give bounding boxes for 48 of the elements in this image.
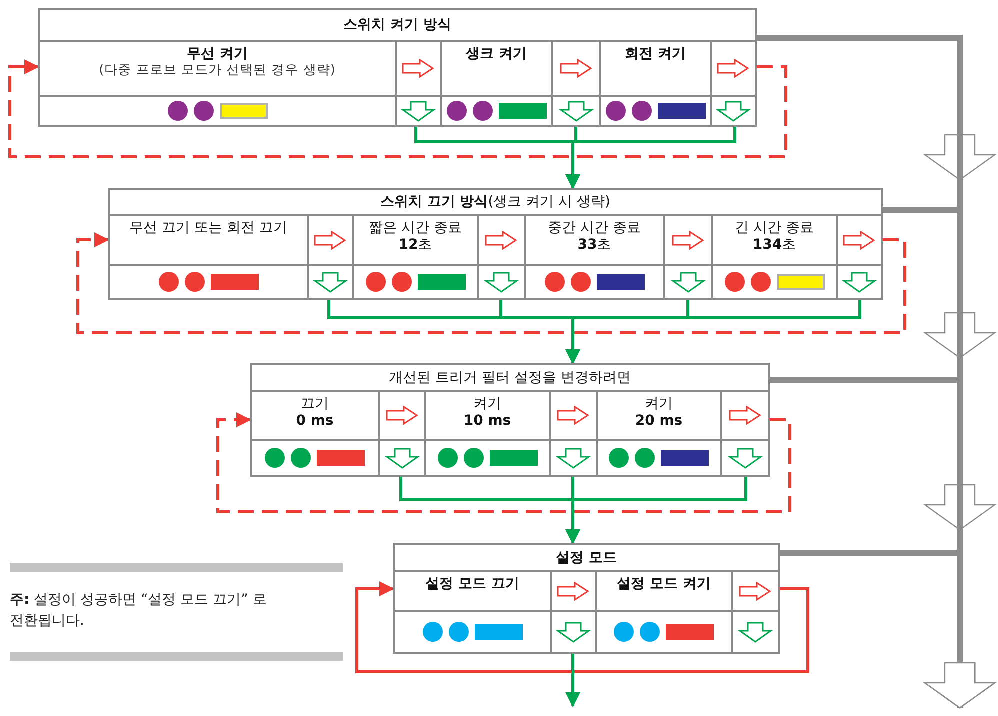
option-label: 회전 켜기 [625, 45, 686, 64]
table-title: 개선된 트리거 필터 설정을 변경하려면 [389, 368, 631, 386]
option-label: 무선 끄기 또는 회전 끄기 [130, 219, 288, 238]
option-label: 중간 시간 종료 [548, 219, 641, 238]
option-label: 설정 모드 켜기 [617, 575, 711, 594]
option-label: 설정 모드 끄기 [426, 575, 520, 594]
option-label: 생크 켜기 [466, 45, 527, 64]
connector-arrow [566, 127, 736, 190]
option-column [595, 570, 778, 652]
connector-arrow [8, 60, 788, 158]
option-column [424, 390, 596, 475]
connector-arrow [356, 582, 810, 674]
option-value: 10 ms [464, 413, 512, 430]
option-label: 무선 켜기 [187, 45, 248, 64]
option-value: 20 ms [635, 413, 683, 430]
option-column [524, 214, 711, 298]
table-title: 설정 모드 [556, 548, 617, 566]
option-column [252, 390, 424, 475]
option-column [395, 570, 595, 652]
connector-arrow [216, 412, 792, 514]
option-value: 134초 [752, 237, 796, 254]
option-label: 켜기 [474, 395, 502, 414]
option-label: 끄기 [301, 395, 329, 414]
option-value: 0 ms [296, 413, 334, 430]
settings-table [38, 8, 757, 127]
note-text: 주: 설정이 성공하면 “설정 모드 끄기” 로 전환됩니다. [10, 591, 268, 631]
option-column [40, 40, 440, 125]
option-label: 켜기 [645, 395, 673, 414]
option-note: (다중 프로브 모드가 선택된 경우 생략) [99, 63, 336, 80]
option-column [596, 390, 768, 475]
option-column [110, 214, 352, 298]
connector-arrow [566, 300, 862, 364]
option-label: 짧은 시간 종료 [369, 219, 462, 238]
option-column [599, 40, 755, 125]
option-value: 33초 [578, 237, 612, 254]
option-label: 긴 시간 종료 [735, 219, 814, 238]
option-value: 12초 [398, 237, 432, 254]
table-title: 스위치 끄기 방식(생크 켜기 시 생략) [380, 193, 611, 211]
option-column [352, 214, 524, 298]
settings-table [393, 543, 780, 654]
connector-arrow [76, 232, 906, 334]
settings-table [108, 188, 883, 300]
connector-arrow [566, 477, 748, 544]
option-column [711, 214, 881, 298]
settings-table [250, 363, 770, 477]
table-title: 스위치 켜기 방식 [344, 16, 452, 34]
option-column [440, 40, 599, 125]
connector-arrow [566, 654, 580, 708]
